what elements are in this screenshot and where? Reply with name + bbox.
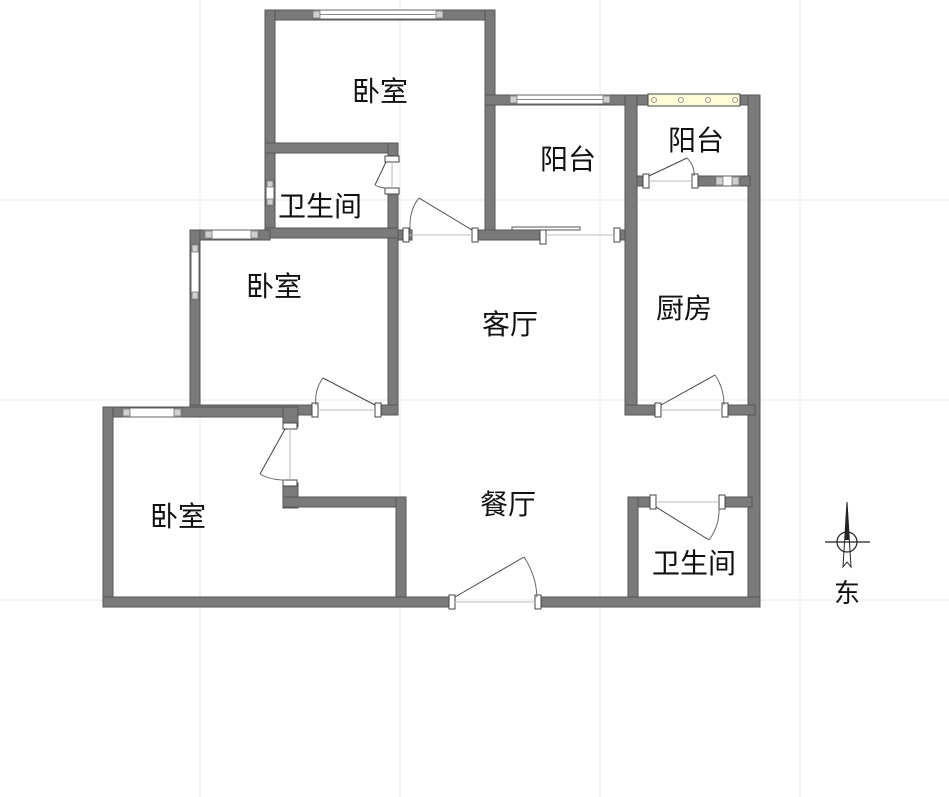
door-top-bathroom [374,155,400,195]
window-bottom-bedroom [121,407,183,418]
label-kitchen: 厨房 [656,292,712,325]
window-balcony-kitchen [714,175,741,187]
window-top-bathroom [265,179,275,207]
door-mid-bedroom [311,377,382,418]
door-balcony-right [642,157,699,189]
label-bedroom-mid: 卧室 [246,270,302,303]
label-bathroom-top: 卫生间 [278,190,362,223]
door-bottom-bedroom [259,422,298,487]
label-balcony-right: 阳台 [668,124,724,157]
window-top-bedroom [312,9,444,20]
label-dining-room: 餐厅 [480,488,536,521]
label-bathroom-bottom: 卫生间 [652,547,736,580]
compass: 东 [825,501,870,609]
compass-arrow-icon [825,501,870,569]
label-bedroom-top: 卧室 [352,75,408,108]
door-entrance [448,556,542,610]
compass-direction-label: 东 [834,579,860,609]
windows [121,9,741,418]
label-bedroom-bottom: 卧室 [150,500,206,533]
window-mid-bedroom-side [190,243,200,301]
window-mid-bedroom-top [203,229,260,240]
door-top-bedroom [402,197,479,243]
room-labels: 卧室 卫生间 阳台 阳台 卧室 客厅 厨房 卧室 餐厅 卫生间 [150,75,736,580]
door-kitchen [654,374,729,418]
balcony-rail [647,93,741,107]
label-living-room: 客厅 [482,308,538,341]
door-bottom-bathroom [649,494,726,541]
window-balcony-mid [509,94,611,105]
door-balcony-mid [539,227,621,245]
doors [259,155,729,610]
label-balcony-mid: 阳台 [540,143,596,176]
